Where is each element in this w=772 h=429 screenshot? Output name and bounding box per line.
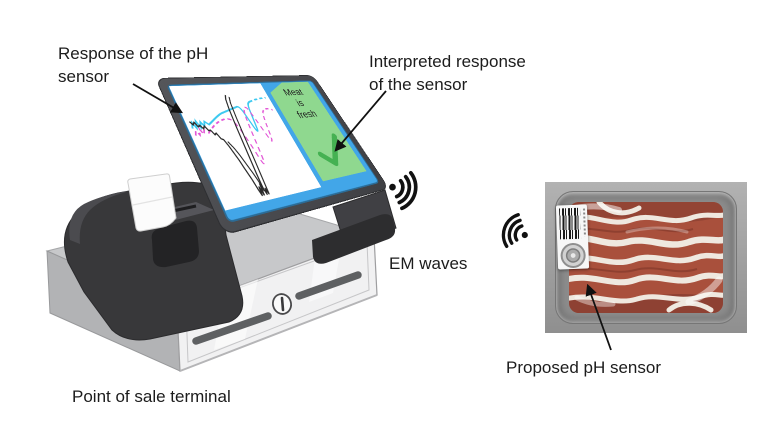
label-em-waves: EM waves	[389, 254, 468, 273]
panel-corner-fold	[264, 82, 288, 93]
sensor-coil-disc	[560, 242, 586, 268]
label-pos-terminal: Point of sale terminal	[72, 387, 231, 406]
pos-display: Meat is fresh	[155, 74, 390, 236]
keyhole-lock-icon	[272, 293, 292, 315]
barcode	[558, 207, 582, 240]
meat-package	[545, 182, 747, 333]
label-ph-response: Response of the pH sensor	[58, 44, 209, 86]
pos-display-screen: Meat is fresh	[166, 80, 380, 224]
barcode-microtext	[583, 208, 586, 237]
wifi-waves-left-icon	[501, 213, 528, 248]
drawer-slot-left	[192, 312, 272, 345]
response-curve-cyan-dashed-tail	[248, 98, 267, 102]
bacon-meat	[569, 202, 723, 313]
label-interpreted-response: Interpreted response of the sensor	[369, 52, 526, 94]
cash-drawer	[45, 199, 378, 372]
response-curve-magenta	[185, 106, 300, 173]
checkmark-icon	[302, 129, 357, 171]
package-sensor-label	[555, 204, 590, 270]
drawer-slot-right	[295, 271, 362, 300]
wifi-waves-right-icon	[389, 170, 418, 211]
label-proposed-sensor: Proposed pH sensor	[506, 358, 661, 377]
receipt-paper	[127, 173, 177, 232]
